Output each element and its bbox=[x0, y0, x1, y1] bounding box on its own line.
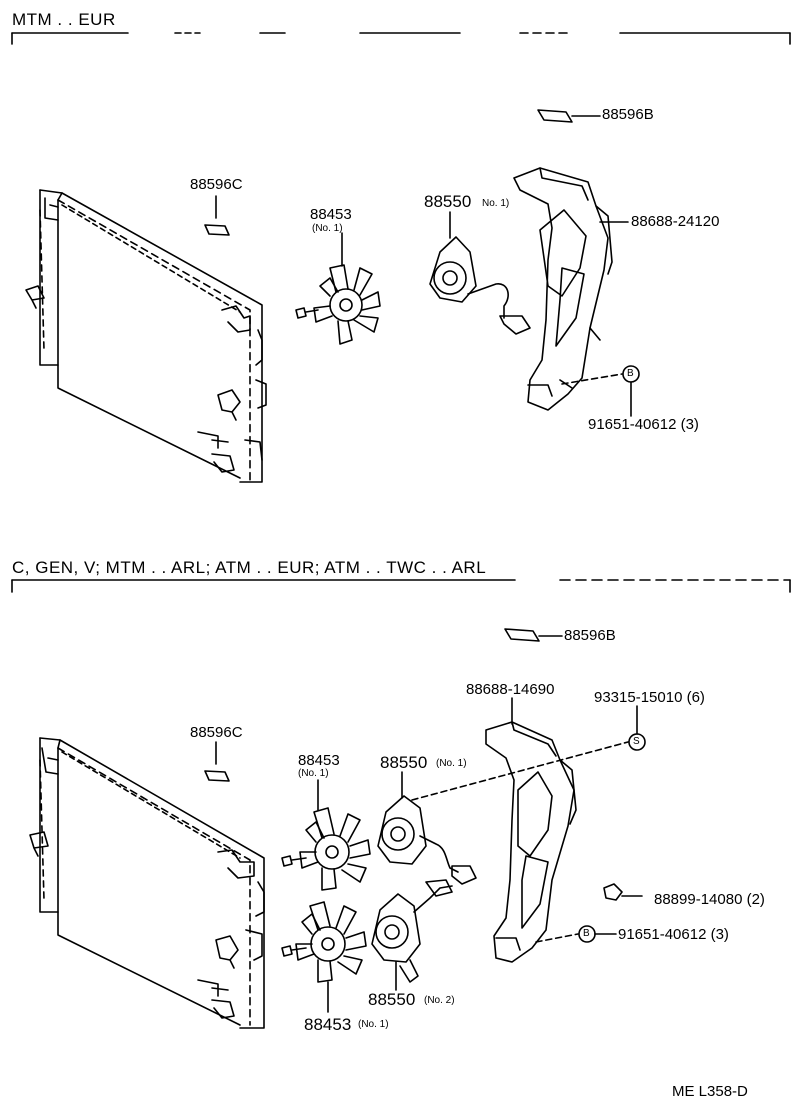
motor-2-note: (No. 1) bbox=[436, 758, 467, 769]
fan-2-note: (No. 1) bbox=[298, 768, 329, 779]
bolt-1-callout bbox=[561, 365, 640, 417]
bolt-2-symbol: B bbox=[583, 928, 590, 939]
screw-label: 93315-15010 (6) bbox=[594, 689, 705, 706]
screw-symbol: S bbox=[633, 736, 640, 747]
motor-3-label: 88550 bbox=[368, 990, 416, 1009]
motor-1-label: 88550 bbox=[424, 192, 472, 211]
fan-2-label: 88453 bbox=[298, 752, 340, 769]
section-2-header: C, GEN, V; MTM . . ARL; ATM . . EUR; ATM… bbox=[12, 558, 487, 577]
fan-3-label: 88453 bbox=[304, 1015, 352, 1034]
bracket-tag-2-label: 88596B bbox=[564, 627, 616, 644]
radiator-tag-2 bbox=[204, 770, 230, 782]
bolt-1-label: 91651-40612 (3) bbox=[588, 416, 699, 433]
fan-1 bbox=[313, 232, 381, 345]
clip-label: 88899-14080 (2) bbox=[654, 891, 765, 908]
shroud-1-label: 88688-24120 bbox=[631, 213, 720, 230]
bolt-2-label: 91651-40612 (3) bbox=[618, 926, 729, 943]
radiator-tag-2-label: 88596C bbox=[190, 724, 243, 741]
screw-callout bbox=[628, 705, 646, 751]
radiator-tag-1-label: 88596C bbox=[190, 176, 243, 193]
clip bbox=[603, 883, 643, 901]
motor-2-label: 88550 bbox=[380, 753, 428, 772]
fan-screw-1 bbox=[295, 307, 319, 319]
bolt-1-symbol: B bbox=[627, 368, 634, 379]
section-1-header: MTM . . EUR bbox=[12, 10, 116, 29]
shroud-2-label: 88688-14690 bbox=[466, 681, 555, 698]
bracket-tag-2 bbox=[504, 628, 540, 642]
fan-shroud-2 bbox=[485, 697, 577, 963]
fan-2 bbox=[299, 779, 371, 891]
bracket-tag-1-label: 88596B bbox=[602, 106, 654, 123]
fan-1-note: (No. 1) bbox=[312, 223, 343, 234]
radiator-tag-1 bbox=[204, 224, 230, 236]
fan-1-label: 88453 bbox=[310, 206, 352, 223]
fan-screw-3 bbox=[281, 945, 307, 957]
section-2-rule bbox=[11, 579, 791, 593]
fan-motor-1 bbox=[429, 211, 531, 335]
motor-to-shroud-line bbox=[411, 741, 629, 801]
fan-shroud-1 bbox=[513, 167, 629, 411]
radiator-1 bbox=[25, 189, 267, 483]
motor-1-note: No. 1) bbox=[482, 198, 510, 209]
radiator-2 bbox=[29, 737, 265, 1029]
bracket-tag-1 bbox=[537, 109, 573, 123]
fan-motor-3 bbox=[371, 879, 453, 991]
fan-screw-2 bbox=[281, 855, 307, 867]
fan-motor-2 bbox=[377, 771, 477, 885]
section-1-rule bbox=[11, 32, 791, 45]
fan-3-note: (No. 1) bbox=[358, 1019, 389, 1030]
motor-3-note: (No. 2) bbox=[424, 995, 455, 1006]
page-code: ME L358-D bbox=[672, 1083, 748, 1100]
fan-3 bbox=[295, 901, 367, 1013]
bolt-2-callout bbox=[535, 925, 617, 943]
